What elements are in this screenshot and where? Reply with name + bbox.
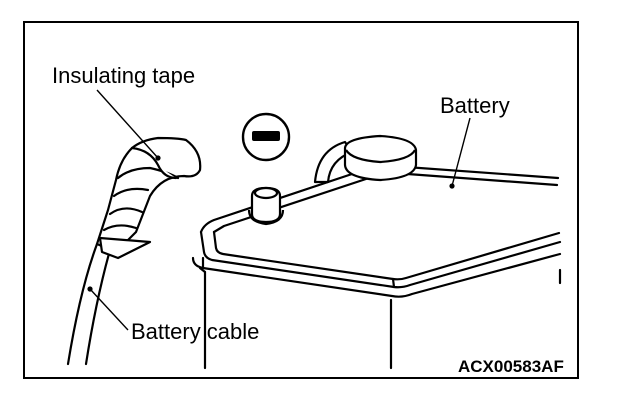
leaders — [87, 89, 471, 331]
figure-code: ACX00583AF — [458, 357, 564, 376]
minus-sign-icon — [241, 112, 291, 162]
negative-terminal — [247, 186, 285, 226]
insulating-tape — [95, 136, 202, 260]
label-battery-cable: Battery cable — [131, 319, 259, 344]
positive-terminal — [313, 134, 418, 184]
label-battery: Battery — [440, 93, 510, 118]
label-insulating-tape: Insulating tape — [52, 63, 195, 88]
battery-cable — [66, 242, 112, 366]
